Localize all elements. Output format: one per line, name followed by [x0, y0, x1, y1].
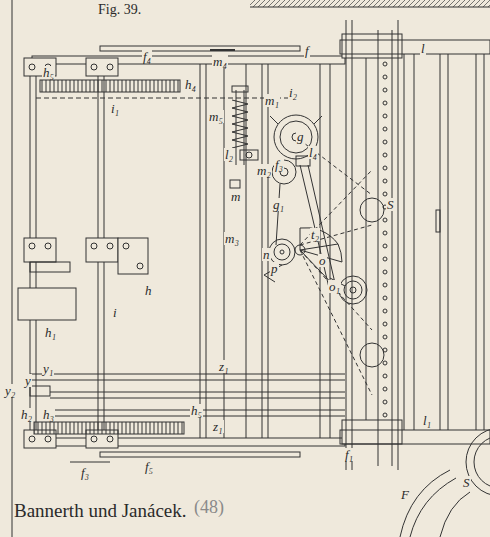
- figure-title: Fig. 39.: [98, 2, 141, 18]
- callout-label: y: [24, 374, 32, 387]
- rail-hole: [383, 348, 387, 352]
- callout-label: z₁: [218, 360, 230, 373]
- callout-label: f: [304, 44, 310, 57]
- callout-label: l: [420, 42, 426, 55]
- rail-hole: [383, 322, 387, 326]
- callout-label: g: [296, 130, 305, 143]
- callout-label: h₁: [44, 326, 57, 339]
- callout-label: o: [318, 254, 327, 267]
- rail-hole: [383, 179, 387, 183]
- callout-label: f₃: [80, 466, 90, 479]
- callout-label: g₁: [272, 198, 285, 211]
- rail-hole: [383, 153, 387, 157]
- rail-hole: [383, 62, 387, 66]
- callout-label: h₃: [42, 408, 55, 421]
- callout-label: h: [144, 284, 153, 297]
- callout-label: p: [270, 262, 279, 275]
- callout-label: h₅: [42, 66, 55, 79]
- rail-hole: [383, 361, 387, 365]
- rail-hole: [383, 400, 387, 404]
- callout-label: i₂: [288, 86, 298, 99]
- callout-label: l₂: [224, 148, 234, 161]
- callout-label: y₁: [42, 362, 54, 375]
- rail-hole: [383, 270, 387, 274]
- rail-hole: [383, 75, 387, 79]
- callout-label: m₅: [208, 110, 224, 123]
- rail-hole: [383, 88, 387, 92]
- rail-hole: [383, 296, 387, 300]
- callout-label: o₁: [328, 280, 341, 293]
- callout-label: h₂: [20, 408, 33, 421]
- callout-label: m₂: [256, 164, 272, 177]
- rail-hole: [383, 309, 387, 313]
- figure-caption: Bannerth und Janácek.: [14, 500, 187, 522]
- callout-label: S: [386, 198, 395, 211]
- callout-label: l₄: [308, 146, 318, 159]
- rail-hole: [383, 335, 387, 339]
- rail-hole: [383, 231, 387, 235]
- callout-label: m₁: [264, 94, 280, 107]
- callout-label: f₅: [144, 460, 154, 473]
- callout-label: (48): [193, 501, 225, 514]
- callout-label: m: [230, 190, 241, 203]
- rail-hole: [383, 192, 387, 196]
- callout-label: F: [400, 488, 410, 501]
- rail-hole: [383, 413, 387, 417]
- callout-label: m₃: [224, 232, 240, 245]
- callout-label: l₁: [422, 414, 432, 427]
- callout-label: i₁: [110, 102, 120, 115]
- callout-label: f₃: [274, 158, 284, 171]
- rail-hole: [383, 166, 387, 170]
- callout-label: S: [462, 476, 471, 489]
- callout-label: h₄: [184, 78, 197, 91]
- rail-hole: [383, 257, 387, 261]
- callout-label: h₅: [190, 404, 203, 417]
- rail-hole: [383, 374, 387, 378]
- callout-label: t₂: [310, 228, 320, 241]
- rail-hole: [383, 127, 387, 131]
- rail-hole: [383, 218, 387, 222]
- rail-hole: [383, 140, 387, 144]
- callout-label: f₄: [142, 50, 152, 63]
- rail-hole: [383, 101, 387, 105]
- rail-hole: [383, 283, 387, 287]
- rail-hole: [383, 114, 387, 118]
- rail-hole: [383, 244, 387, 248]
- callout-label: z₁: [212, 420, 224, 433]
- callout-label: i: [112, 306, 118, 319]
- callout-label: m₄: [212, 55, 228, 68]
- callout-label: n: [262, 248, 271, 261]
- rail-hole: [383, 387, 387, 391]
- callout-label: f₁: [344, 448, 354, 461]
- callout-label: y₂: [4, 384, 16, 397]
